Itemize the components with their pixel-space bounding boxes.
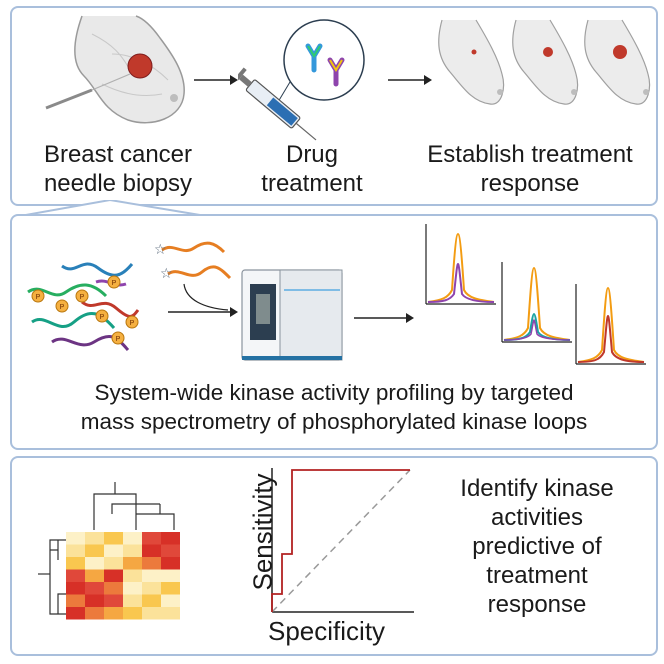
- phospho-label: P: [80, 294, 85, 301]
- arrow-icon: [354, 313, 414, 323]
- heatmap-cell: [104, 569, 123, 582]
- x-axis-label: Specificity: [268, 616, 386, 646]
- heatmap-cell: [161, 532, 180, 545]
- heatmap-cell: [123, 582, 142, 595]
- heatmap-cell: [161, 594, 180, 607]
- heatmap-cell: [104, 607, 123, 620]
- heatmap-cell: [104, 532, 123, 545]
- heatmap-cell: [66, 544, 85, 557]
- heatmap-cell: [85, 544, 104, 557]
- phospho-label: P: [130, 320, 135, 327]
- heatmap-cell: [66, 569, 85, 582]
- svg-text:☆: ☆: [154, 242, 167, 258]
- step-response-label: Establish treatment response: [427, 141, 633, 197]
- phospho-label: P: [36, 294, 41, 301]
- step-drug-treatment-label: Drug treatment: [261, 141, 363, 197]
- breast-biopsy-illustration: [45, 15, 185, 124]
- chromatogram-plots: [425, 224, 646, 365]
- heatmap-cell: [104, 544, 123, 557]
- heatmap-cell: [104, 582, 123, 595]
- heatmap-cell: [142, 582, 161, 595]
- heatmap-cell: [161, 607, 180, 620]
- arrow-icon: [168, 307, 238, 317]
- heatmap-cell: [123, 607, 142, 620]
- heatmap-cell: [161, 569, 180, 582]
- heatmap-dendrogram: [38, 482, 180, 620]
- svg-text:☆: ☆: [160, 266, 173, 282]
- heatmap-cell: [66, 594, 85, 607]
- heatmap-cell: [66, 557, 85, 570]
- heatmap-cell: [85, 607, 104, 620]
- heatmap-cell: [85, 557, 104, 570]
- heatmap-cell: [123, 557, 142, 570]
- heatmap-cell: [161, 582, 180, 595]
- heatmap-cell: [104, 594, 123, 607]
- heatmap-cell: [123, 594, 142, 607]
- phospho-label: P: [116, 336, 121, 343]
- panel-analysis: Sensitivity Specificity Identify kinase …: [10, 456, 658, 656]
- panel-biopsy: Breast cancer needle biopsy Drug treatme…: [10, 6, 658, 206]
- heatmap-cell: [66, 607, 85, 620]
- heatmap-cell: [66, 532, 85, 545]
- heatmap-cell: [142, 569, 161, 582]
- syringe-antibody-illustration: [238, 19, 365, 141]
- heatmap-cell: [142, 532, 161, 545]
- heatmap-grid: [66, 532, 180, 620]
- phospho-label: P: [60, 304, 65, 311]
- heatmap-cell: [123, 532, 142, 545]
- arrow-icon: [194, 75, 238, 85]
- y-axis-label: Sensitivity: [247, 473, 278, 591]
- mass-spectrometer-icon: [241, 269, 343, 361]
- analysis-caption: Identify kinase activities predictive of…: [460, 475, 614, 618]
- heatmap-cell: [161, 557, 180, 570]
- step-biopsy-label: Breast cancer needle biopsy: [43, 141, 193, 197]
- labeled-standards-illustration: ☆ ☆: [154, 241, 232, 311]
- panel-profiling: P P P P P P P ☆ ☆: [10, 214, 658, 450]
- heatmap-cell: [123, 544, 142, 557]
- profiling-caption-line1: System-wide kinase activity profiling by…: [94, 380, 574, 405]
- heatmap-cell: [85, 594, 104, 607]
- heatmap-cell: [142, 594, 161, 607]
- roc-curve-plot: [271, 468, 414, 613]
- heatmap-cell: [66, 582, 85, 595]
- heatmap-cell: [85, 582, 104, 595]
- heatmap-cell: [142, 557, 161, 570]
- phosphopeptides-illustration: P P P P P P P: [27, 262, 140, 351]
- heatmap-cell: [142, 607, 161, 620]
- arrow-icon: [388, 75, 432, 85]
- profiling-caption-line2: mass spectrometry of phosphorylated kina…: [80, 409, 588, 434]
- phospho-label: P: [100, 314, 105, 321]
- heatmap-cell: [104, 557, 123, 570]
- heatmap-cell: [85, 532, 104, 545]
- phospho-label: P: [112, 280, 117, 287]
- heatmap-cell: [142, 544, 161, 557]
- heatmap-cell: [85, 569, 104, 582]
- heatmap-cell: [161, 544, 180, 557]
- heatmap-cell: [123, 569, 142, 582]
- treatment-response-illustration: [438, 19, 651, 105]
